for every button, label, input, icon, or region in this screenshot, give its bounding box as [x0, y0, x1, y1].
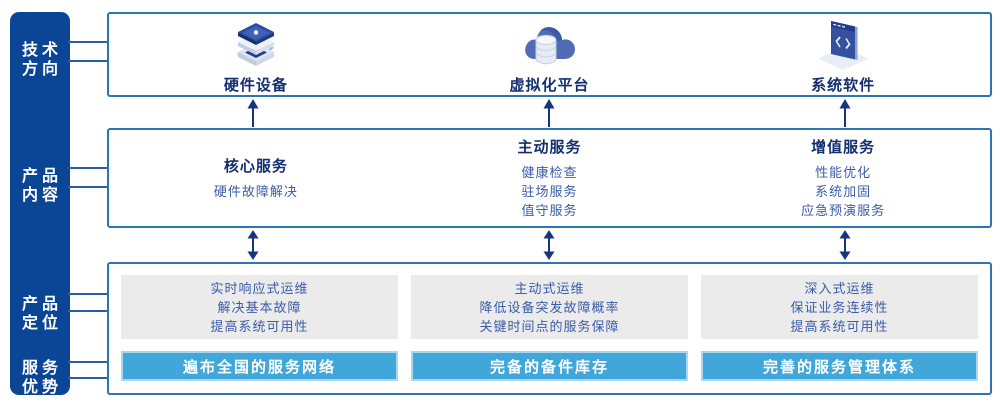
- tech-item-system-software: 系统软件: [696, 14, 990, 95]
- tech-item-virtualization: 虚拟化平台: [403, 14, 697, 95]
- sidebar-label-line: 服务: [21, 360, 62, 377]
- positioning-point: 保证业务连续性: [790, 299, 889, 315]
- service-item: 硬件故障解决: [213, 184, 298, 199]
- tech-item-label: 硬件设备: [223, 76, 288, 94]
- service-column-core: 核心服务 硬件故障解决: [109, 130, 403, 226]
- up-arrow-icon: [838, 99, 852, 127]
- sidebar-label-line: 技术: [21, 42, 62, 59]
- double-arrow-icon: [838, 230, 852, 260]
- positioning-point: 实时响应式运维: [210, 280, 309, 296]
- advantage-bar: 遍布全国的服务网络: [121, 351, 398, 381]
- positioning-point: 关键时间点的服务保障: [479, 318, 620, 334]
- positioning-point: 解决基本故障: [217, 299, 302, 315]
- positioning-card: 实时响应式运维 解决基本故障 提高系统可用性: [121, 275, 398, 340]
- service-item: 系统加固: [815, 184, 872, 199]
- server-stack-icon: [227, 17, 285, 71]
- sidebar-label-product-content: 产品 内容: [10, 167, 70, 205]
- positioning-column-deep: 深入式运维 保证业务连续性 提高系统可用性 完善的服务管理体系: [701, 275, 978, 381]
- positioning-column-realtime: 实时响应式运维 解决基本故障 提高系统可用性 遍布全国的服务网络: [121, 275, 398, 381]
- tech-item-label: 虚拟化平台: [509, 76, 590, 94]
- sidebar-label-product-positioning: 产品 定位: [10, 295, 70, 333]
- advantage-bar: 完备的备件库存: [411, 351, 688, 381]
- sidebar-label-line: 定位: [21, 315, 62, 332]
- tech-direction-box: 硬件设备 虚拟化平台: [107, 12, 992, 97]
- service-column-title: 主动服务: [517, 139, 582, 156]
- service-column-title: 核心服务: [223, 158, 288, 175]
- service-item: 驻场服务: [521, 184, 578, 199]
- advantage-bar: 完善的服务管理体系: [701, 351, 978, 381]
- sidebar-label-line: 方向: [21, 61, 62, 78]
- service-item: 值守服务: [521, 203, 578, 218]
- up-arrow-icon: [246, 99, 260, 127]
- connector-line: [68, 310, 109, 312]
- positioning-point: 降低设备突发故障概率: [479, 299, 620, 315]
- double-arrow-icon: [246, 230, 260, 260]
- positioning-point: 提高系统可用性: [790, 318, 889, 334]
- tech-item-label: 系统软件: [811, 76, 876, 94]
- sidebar-label-tech-direction: 技术 方向: [10, 41, 70, 79]
- positioning-card: 主动式运维 降低设备突发故障概率 关键时间点的服务保障: [411, 275, 688, 340]
- positioning-column-proactive: 主动式运维 降低设备突发故障概率 关键时间点的服务保障 完备的备件库存: [411, 275, 688, 381]
- code-window-icon: [814, 17, 872, 71]
- connector-line: [68, 60, 109, 62]
- sidebar-label-line: 产品: [21, 168, 62, 185]
- up-arrow-icon: [542, 99, 556, 127]
- connector-line: [68, 361, 109, 363]
- service-column-proactive: 主动服务 健康检查 驻场服务 值守服务: [403, 130, 697, 226]
- double-arrow-icon: [542, 230, 556, 260]
- positioning-card: 深入式运维 保证业务连续性 提高系统可用性: [701, 275, 978, 340]
- connector-line: [68, 41, 109, 43]
- cloud-database-icon: [521, 17, 579, 71]
- service-item: 健康检查: [521, 165, 578, 180]
- product-positioning-box: 实时响应式运维 解决基本故障 提高系统可用性 遍布全国的服务网络 主动式运维 降…: [107, 262, 992, 395]
- service-column-title: 增值服务: [811, 139, 876, 156]
- connector-line: [68, 293, 109, 295]
- positioning-point: 深入式运维: [804, 280, 875, 296]
- sidebar-label-line: 优势: [21, 379, 62, 396]
- sidebar-label-line: 内容: [21, 187, 62, 204]
- positioning-point: 主动式运维: [514, 280, 585, 296]
- connector-line: [68, 377, 109, 379]
- service-column-value-added: 增值服务 性能优化 系统加固 应急预演服务: [696, 130, 990, 226]
- tech-item-hardware: 硬件设备: [109, 14, 403, 95]
- product-content-box: 核心服务 硬件故障解决 主动服务 健康检查 驻场服务 值守服务 增值服务 性能优…: [107, 128, 992, 228]
- sidebar: 技术 方向 产品 内容 产品 定位 服务 优势: [10, 12, 70, 397]
- service-item: 应急预演服务: [801, 203, 886, 218]
- sidebar-label-service-advantage: 服务 优势: [10, 359, 70, 397]
- connector-line: [68, 186, 109, 188]
- positioning-point: 提高系统可用性: [210, 318, 309, 334]
- connector-line: [68, 167, 109, 169]
- sidebar-label-line: 产品: [21, 296, 62, 313]
- service-item: 性能优化: [815, 165, 872, 180]
